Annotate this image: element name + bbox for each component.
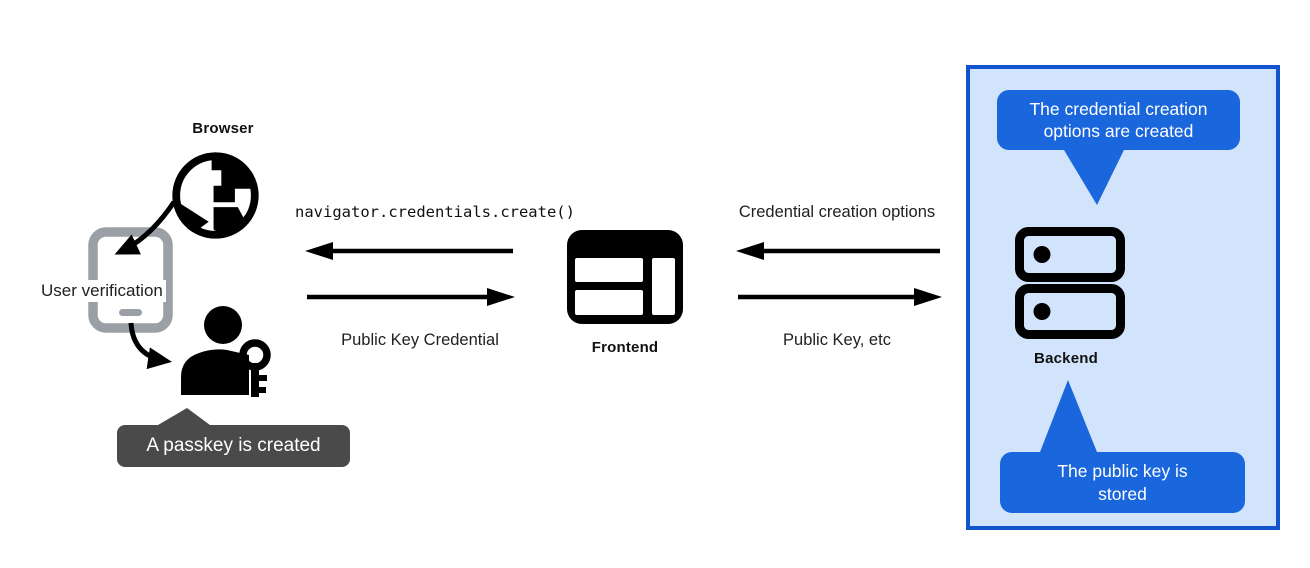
public-key-stored-callout: The public key is stored	[1000, 452, 1245, 513]
public-key-stored-text: The public key is stored	[1057, 461, 1188, 504]
arrow-backend-to-frontend	[736, 242, 940, 260]
callout-tail-up	[1040, 380, 1097, 452]
user-verification-label: User verification	[38, 280, 166, 302]
backend-node-label: Backend	[1034, 350, 1098, 367]
public-key-etc-label: Public Key, etc	[783, 331, 891, 349]
arrow-frontend-to-backend	[738, 288, 942, 306]
navigator-credentials-create-label: navigator.credentials.create()	[295, 203, 575, 221]
backend-panel: The credential creation options are crea…	[966, 65, 1280, 530]
credential-options-created-text: The credential creation options are crea…	[1029, 98, 1208, 141]
passkey-created-callout: A passkey is created	[117, 408, 350, 467]
server-icon	[1015, 227, 1125, 339]
public-key-credential-label: Public Key Credential	[341, 331, 499, 349]
arrow-frontend-to-browser	[305, 242, 513, 260]
arrow-browser-to-frontend	[307, 288, 515, 306]
globe-icon	[167, 147, 264, 244]
callout-tail-up	[158, 408, 210, 425]
callout-tail-down	[1064, 150, 1124, 205]
frontend-node-label: Frontend	[591, 339, 659, 356]
credential-options-created-callout: The credential creation options are crea…	[997, 90, 1240, 150]
passkey-created-text: A passkey is created	[146, 435, 321, 456]
user-key-icon	[175, 303, 275, 399]
browser-window-icon	[565, 228, 685, 326]
browser-node-label: Browser	[192, 120, 254, 137]
credential-creation-options-label: Credential creation options	[738, 203, 936, 221]
